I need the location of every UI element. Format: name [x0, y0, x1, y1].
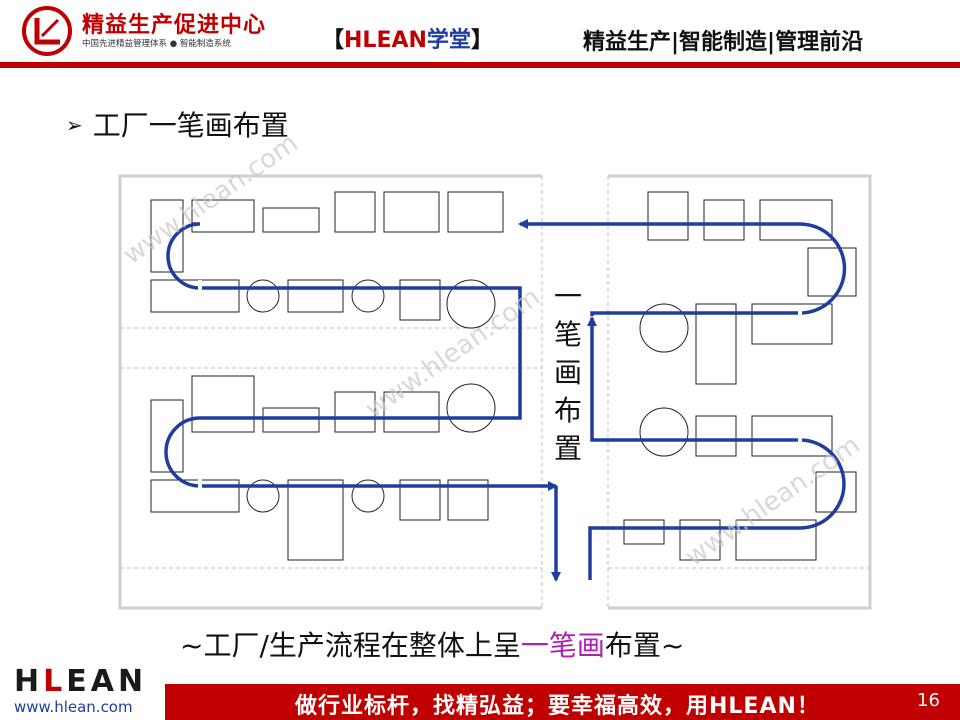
- footer-logo: HLEAN: [14, 664, 148, 699]
- label-char: 布: [553, 394, 582, 427]
- page-number: 16: [917, 690, 940, 711]
- slide-title-text: 工厂一笔画布置: [92, 109, 289, 142]
- label-char: 一: [553, 280, 582, 313]
- header-divider: [0, 62, 960, 68]
- slide-title: ➢ 工厂一笔画布置: [66, 104, 289, 144]
- brand-bracket-close: 】: [470, 28, 493, 53]
- footer-slogan: 做行业标杆，找精弘益；要幸福高效，用HLEAN！: [295, 694, 820, 719]
- footer-url[interactable]: www.hlean.com: [14, 698, 133, 716]
- caption-suffix: 布置~: [604, 629, 685, 662]
- one-stroke-label: 一 笔 画 布 置: [548, 278, 588, 468]
- flow-break-marks: [198, 280, 802, 494]
- machine-blocks: [150, 191, 857, 561]
- slide-caption: ~工厂/生产流程在整体上呈一笔画布置~: [180, 624, 684, 664]
- logo-title: 精益生产促进中心: [82, 13, 267, 38]
- brand-hlean: HLEAN: [344, 28, 427, 53]
- bullet-arrow-icon: ➢: [66, 113, 83, 137]
- label-char: 置: [553, 432, 582, 465]
- caption-prefix: ~工厂/生产流程在整体上呈: [180, 629, 521, 662]
- caption-highlight: 一笔画: [520, 629, 605, 662]
- factory-layout-diagram: [118, 174, 872, 610]
- brand-name: 【HLEAN学堂】: [322, 22, 493, 54]
- header: 精益生产促进中心 中国先进精益管理体系 ● 智能制造系统 【HLEAN学堂】 精…: [0, 0, 960, 70]
- flow-path: [164, 219, 847, 582]
- header-tagline: 精益生产|智能制造|管理前沿: [583, 30, 864, 55]
- label-char: 笔: [553, 318, 582, 351]
- footer-bar: 做行业标杆，找精弘益；要幸福高效，用HLEAN！ 16: [165, 684, 960, 720]
- brand-bracket-open: 【: [322, 28, 345, 53]
- label-char: 画: [553, 356, 582, 389]
- hlean-logo-icon: [22, 6, 72, 56]
- factory-outline: [118, 174, 872, 610]
- logo-subtitle: 中国先进精益管理体系 ● 智能制造系统: [82, 39, 231, 49]
- brand-xuetang: 学堂: [426, 28, 471, 53]
